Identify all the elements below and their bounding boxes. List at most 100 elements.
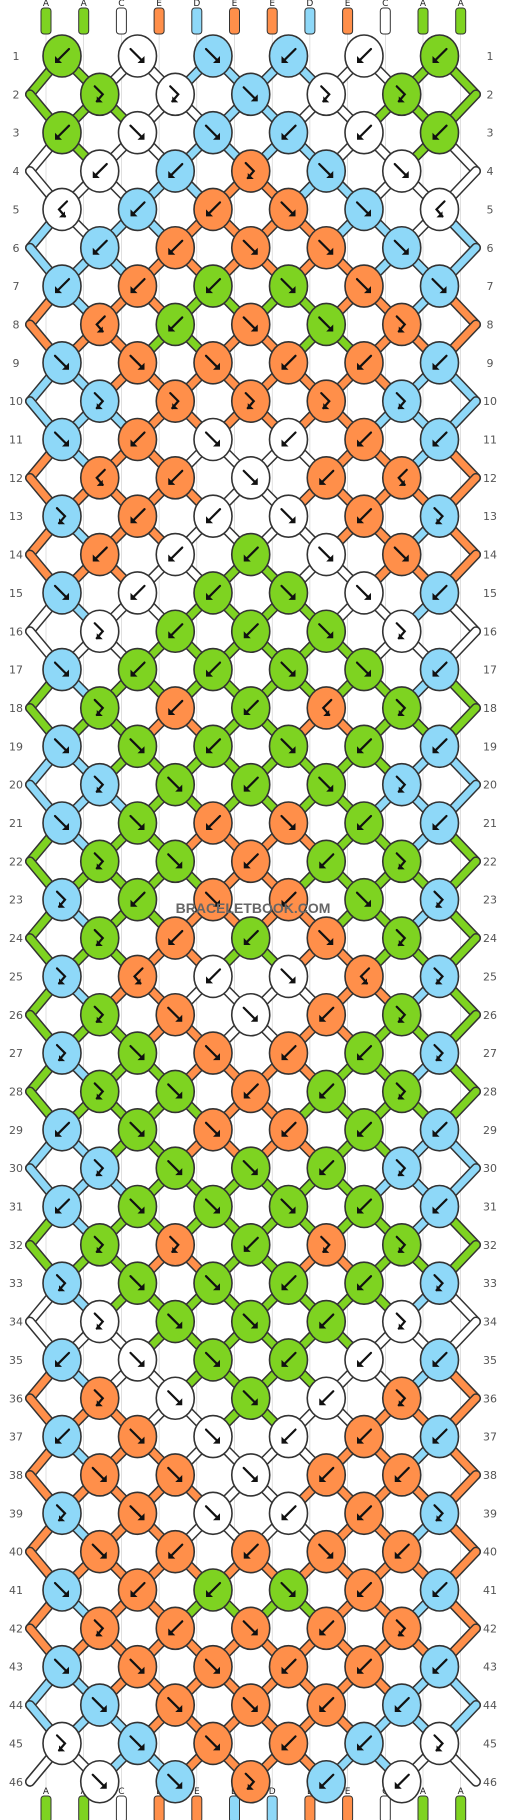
row-number: 15: [483, 587, 497, 600]
knot: [117, 494, 158, 539]
strand-label-bottom: A: [43, 1787, 50, 1797]
knot: [155, 1069, 196, 1114]
strand-label-top: E: [269, 0, 275, 9]
knot: [193, 724, 233, 769]
arrow-down-right-icon: [280, 201, 296, 217]
knot: [344, 571, 384, 615]
arrow-down-left-icon: [394, 1543, 410, 1559]
arrow-down-left-icon: [243, 1083, 259, 1099]
strand-labels: AACEDEEDECAAAACEEDDEECAA: [40, 0, 467, 1820]
watermark: BRACELETBOOK.COM: [176, 900, 331, 916]
knot: [230, 1529, 271, 1574]
knot: [117, 34, 158, 78]
knot: [381, 1453, 422, 1497]
knot: [268, 1568, 309, 1612]
knot: [155, 1529, 196, 1574]
arrow-down-right-icon: [53, 814, 69, 830]
knot: [155, 302, 196, 347]
arrow-down-right-icon: [280, 968, 296, 984]
row-number: 13: [483, 510, 497, 523]
forward-backward-icon: [93, 1082, 105, 1100]
forward-backward-icon: [244, 392, 256, 410]
row-number: 36: [9, 1392, 23, 1405]
arrow-down-left-icon: [281, 124, 297, 140]
arrow-down-left-icon: [432, 814, 448, 830]
knot: [79, 72, 120, 117]
row-number: 4: [13, 165, 20, 178]
strand-tail: [153, 7, 165, 35]
forward-backward-icon: [433, 1043, 444, 1062]
knot: [268, 1108, 309, 1152]
knot: [42, 1261, 82, 1305]
arrow-down-right-icon: [318, 316, 334, 332]
arrow-down-right-icon: [355, 278, 371, 294]
row-number: 10: [9, 395, 23, 408]
row-number: 39: [483, 1507, 497, 1520]
arrow-down-right-icon: [242, 1160, 258, 1176]
strand-label-top: E: [156, 0, 162, 9]
strand-tail: [78, 7, 90, 35]
knot: [230, 609, 271, 654]
knot: [193, 417, 233, 462]
knot: [381, 916, 422, 960]
knot: [117, 1414, 158, 1459]
knot: [306, 1376, 347, 1421]
arrow-down-right-icon: [318, 776, 334, 792]
arrow-down-left-icon: [432, 1581, 448, 1597]
arrow-down-right-icon: [204, 47, 220, 63]
row-number: 29: [483, 1124, 497, 1137]
row-number: 29: [9, 1124, 23, 1137]
knot: [344, 1108, 384, 1152]
arrow-down-right-icon: [242, 1006, 258, 1022]
knot: [381, 1759, 422, 1804]
row-number: 45: [483, 1737, 497, 1750]
forward-backward-icon: [55, 1734, 67, 1752]
knot: [344, 1261, 384, 1305]
arrow-down-left-icon: [357, 354, 373, 370]
forward-backward-icon: [433, 1274, 444, 1292]
knot: [193, 187, 233, 232]
arrow-down-left-icon: [281, 1351, 297, 1367]
knot: [117, 1568, 158, 1612]
knot: [306, 992, 347, 1037]
arrow-down-left-icon: [432, 1428, 448, 1444]
strand-label-top: A: [458, 0, 465, 9]
knot: [155, 762, 196, 807]
forward-backward-icon: [433, 1504, 444, 1522]
knot: [344, 264, 384, 308]
arrow-down-left-icon: [168, 469, 184, 485]
row-number: 40: [9, 1546, 23, 1559]
knot: [268, 1414, 309, 1459]
arrow-down-left-icon: [206, 1581, 222, 1597]
row-number: 13: [9, 510, 23, 523]
knot: [230, 532, 271, 577]
strand-tail: [229, 7, 240, 35]
knot: [42, 571, 82, 615]
arrow-down-right-icon: [53, 738, 69, 754]
knot: [79, 762, 120, 807]
knot: [230, 1376, 271, 1421]
arrow-down-right-icon: [204, 1275, 220, 1291]
knot: [230, 686, 271, 730]
knot: [344, 647, 384, 692]
knot: [230, 1069, 271, 1114]
row-number: 27: [483, 1047, 497, 1060]
knot: [419, 1338, 460, 1382]
knot: [306, 456, 347, 500]
knot: [193, 877, 233, 922]
row-number: 20: [483, 779, 497, 792]
arrow-down-left-icon: [432, 1658, 448, 1674]
arrow-down-right-icon: [280, 814, 296, 830]
row-number: 32: [483, 1239, 497, 1252]
arrow-down-left-icon: [357, 1735, 373, 1751]
row-number: 28: [9, 1085, 23, 1098]
forward-backward-icon: [93, 852, 105, 870]
knot: [193, 1184, 233, 1229]
forward-backward-icon: [93, 775, 105, 793]
forward-backward-icon: [320, 392, 331, 410]
knot: [381, 302, 422, 347]
knot: [117, 1108, 158, 1152]
row-number: 34: [483, 1316, 497, 1329]
arrow-down-left-icon: [281, 1428, 297, 1444]
knot: [419, 1108, 460, 1152]
